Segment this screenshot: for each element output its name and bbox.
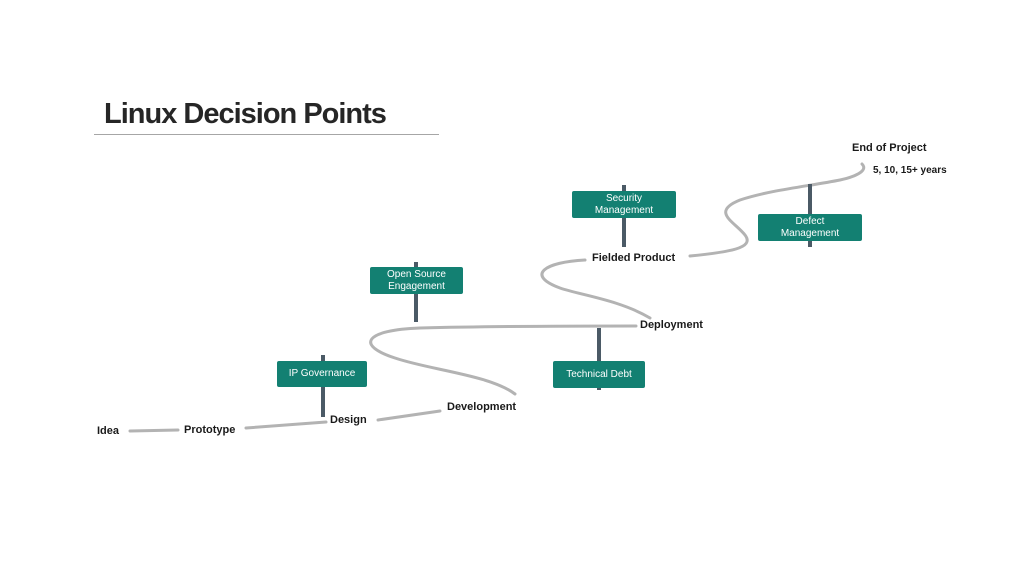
sign-label: IP Governance xyxy=(288,368,356,379)
title-underline xyxy=(94,134,439,135)
stage-prototype: Prototype xyxy=(184,424,236,436)
page-title: Linux Decision Points xyxy=(104,98,387,130)
stage-fielded-product: Fielded Product xyxy=(592,252,676,264)
decision-sign-technical-debt: Technical Debt xyxy=(553,361,645,388)
decision-sign-defect-management: Defect Management xyxy=(758,214,862,241)
sign-label: Security xyxy=(605,192,643,204)
signpost-pole-technical-debt xyxy=(597,328,601,390)
sign-label: Open Source xyxy=(387,268,446,280)
sign-label: Management xyxy=(594,204,654,216)
sign-label: Management xyxy=(780,227,840,239)
sign-label: Defect xyxy=(795,215,825,227)
path-segment-prototype-design xyxy=(244,420,328,430)
sign-label: Engagement xyxy=(388,280,445,292)
decision-sign-security-management: Security Management xyxy=(572,191,676,218)
stage-development: Development xyxy=(447,401,517,413)
stage-idea: Idea xyxy=(97,425,120,437)
sign-label: Technical Debt xyxy=(566,368,632,380)
lifespan-note: 5, 10, 15+ years xyxy=(873,165,947,176)
path-segment-idea-prototype xyxy=(128,428,180,433)
path-segment-development-deployment xyxy=(369,324,638,396)
stage-end-of-project: End of Project xyxy=(852,142,927,154)
path-segment-fielded-end xyxy=(688,162,866,258)
decision-sign-open-source-engagement: Open Source Engagement xyxy=(370,267,463,294)
decision-sign-ip-governance: IP Governance xyxy=(277,361,367,387)
stage-deployment: Deployment xyxy=(640,319,703,331)
path-segment-design-development xyxy=(376,409,442,422)
stage-design: Design xyxy=(330,414,367,426)
path-segment-deployment-fielded xyxy=(540,258,652,320)
